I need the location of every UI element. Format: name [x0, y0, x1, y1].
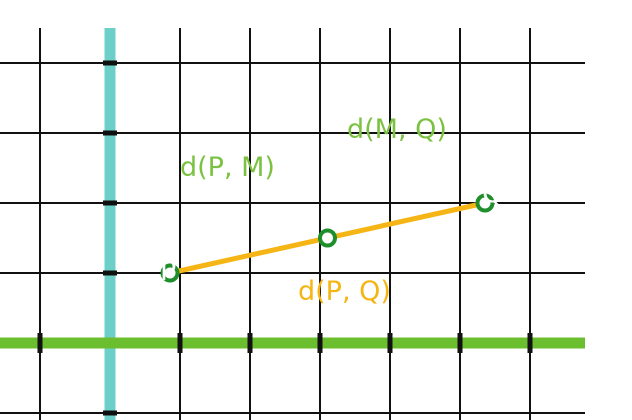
point-label-q: Q: [482, 178, 503, 209]
label-d-mq: d(M, Q): [347, 114, 447, 145]
grid-lines: [0, 28, 585, 420]
axes: [0, 28, 585, 420]
point-q: [475, 193, 495, 213]
label-d-pm: d(P, M): [180, 152, 275, 183]
points-layer: [160, 193, 495, 283]
point-label-p: P: [160, 256, 176, 287]
point-m: [318, 228, 337, 248]
point-p: [160, 263, 180, 283]
label-d-pq: d(P, Q): [298, 276, 391, 307]
